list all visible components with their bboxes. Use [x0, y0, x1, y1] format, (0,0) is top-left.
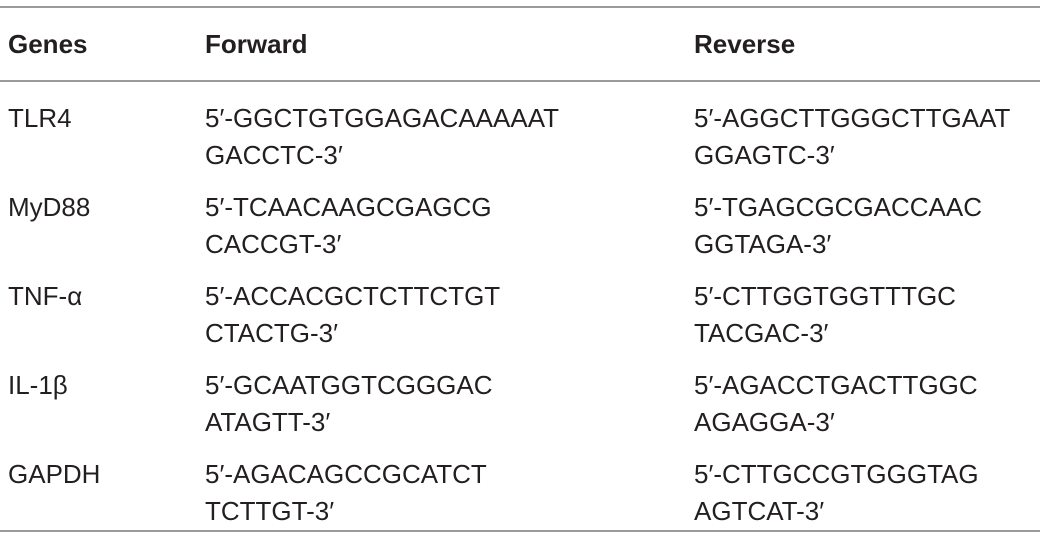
table-row: TLR4 5′-GGCTGTGGAGACAAAAAT GACCTC-3′ 5′-… — [0, 81, 1040, 174]
table-row: TNF-α 5′-ACCACGCTCTTCTGT CTACTG-3′ 5′-CT… — [0, 263, 1040, 352]
gene-name-cell: MyD88 — [8, 192, 91, 222]
gene-name-cell: TLR4 — [8, 103, 72, 133]
reverse-primer-cell: 5′-CTTGCCGTGGGTAG AGTCAT-3′ — [686, 441, 1040, 532]
forward-seq-line: 5′-GGCTGTGGAGACAAAAAT — [205, 103, 559, 133]
forward-seq-line: TCTTGT-3′ — [205, 496, 335, 526]
reverse-seq-line: 5′-AGACCTGACTTGGC — [694, 370, 978, 400]
reverse-seq-line: 5′-TGAGCGCGACCAAC — [694, 192, 983, 222]
gene-name-cell: TNF-α — [8, 281, 83, 311]
reverse-primer-cell: 5′-CTTGGTGGTTTGC TACGAC-3′ — [686, 263, 1040, 352]
table-header: Genes Forward Reverse — [0, 6, 1040, 82]
forward-seq-line: 5′-GCAATGGTCGGGAC — [205, 370, 493, 400]
forward-seq-line: CTACTG-3′ — [205, 318, 338, 348]
table-row: GAPDH 5′-AGACAGCCGCATCT TCTTGT-3′ 5′-CTT… — [0, 441, 1040, 532]
reverse-seq-line: AGAGGA-3′ — [694, 407, 835, 437]
reverse-seq-line: GGAGTC-3′ — [694, 140, 835, 170]
table-body: TLR4 5′-GGCTGTGGAGACAAAAAT GACCTC-3′ 5′-… — [0, 81, 1040, 532]
reverse-primer-cell: 5′-AGGCTTGGGCTTGAAT GGAGTC-3′ — [686, 81, 1040, 174]
reverse-seq-line: AGTCAT-3′ — [694, 496, 825, 526]
gene-name-cell: GAPDH — [0, 441, 197, 532]
header-row: Genes Forward Reverse — [0, 6, 1040, 82]
gene-name-cell: IL-1β — [8, 370, 68, 400]
reverse-seq-line: 5′-AGGCTTGGGCTTGAAT — [694, 103, 1011, 133]
header-forward: Forward — [197, 6, 686, 82]
forward-seq-line: 5′-TCAACAAGCGAGCG — [205, 192, 492, 222]
forward-seq-line: ATAGTT-3′ — [205, 407, 331, 437]
forward-primer-cell: 5′-GCAATGGTCGGGAC ATAGTT-3′ — [197, 352, 686, 441]
header-reverse: Reverse — [686, 6, 1040, 82]
reverse-seq-line: 5′-CTTGCCGTGGGTAG — [694, 459, 979, 489]
forward-primer-cell: 5′-TCAACAAGCGAGCG CACCGT-3′ — [197, 174, 686, 263]
reverse-seq-line: GGTAGA-3′ — [694, 229, 832, 259]
forward-seq-line: CACCGT-3′ — [205, 229, 342, 259]
forward-seq-line: 5′-AGACAGCCGCATCT — [205, 459, 487, 489]
forward-primer-cell: 5′-AGACAGCCGCATCT TCTTGT-3′ — [197, 441, 686, 532]
reverse-primer-cell: 5′-TGAGCGCGACCAAC GGTAGA-3′ — [686, 174, 1040, 263]
header-genes: Genes — [0, 6, 197, 82]
forward-seq-line: GACCTC-3′ — [205, 140, 343, 170]
reverse-seq-line: TACGAC-3′ — [694, 318, 829, 348]
forward-seq-line: 5′-ACCACGCTCTTCTGT — [205, 281, 501, 311]
forward-primer-cell: 5′-ACCACGCTCTTCTGT CTACTG-3′ — [197, 263, 686, 352]
table-row: MyD88 5′-TCAACAAGCGAGCG CACCGT-3′ 5′-TGA… — [0, 174, 1040, 263]
table-row: IL-1β 5′-GCAATGGTCGGGAC ATAGTT-3′ 5′-AGA… — [0, 352, 1040, 441]
reverse-seq-line: 5′-CTTGGTGGTTTGC — [694, 281, 956, 311]
forward-primer-cell: 5′-GGCTGTGGAGACAAAAAT GACCTC-3′ — [197, 81, 686, 174]
reverse-primer-cell: 5′-AGACCTGACTTGGC AGAGGA-3′ — [686, 352, 1040, 441]
primer-table: Genes Forward Reverse TLR4 5′-GGCTGTGGAG… — [0, 6, 1040, 532]
